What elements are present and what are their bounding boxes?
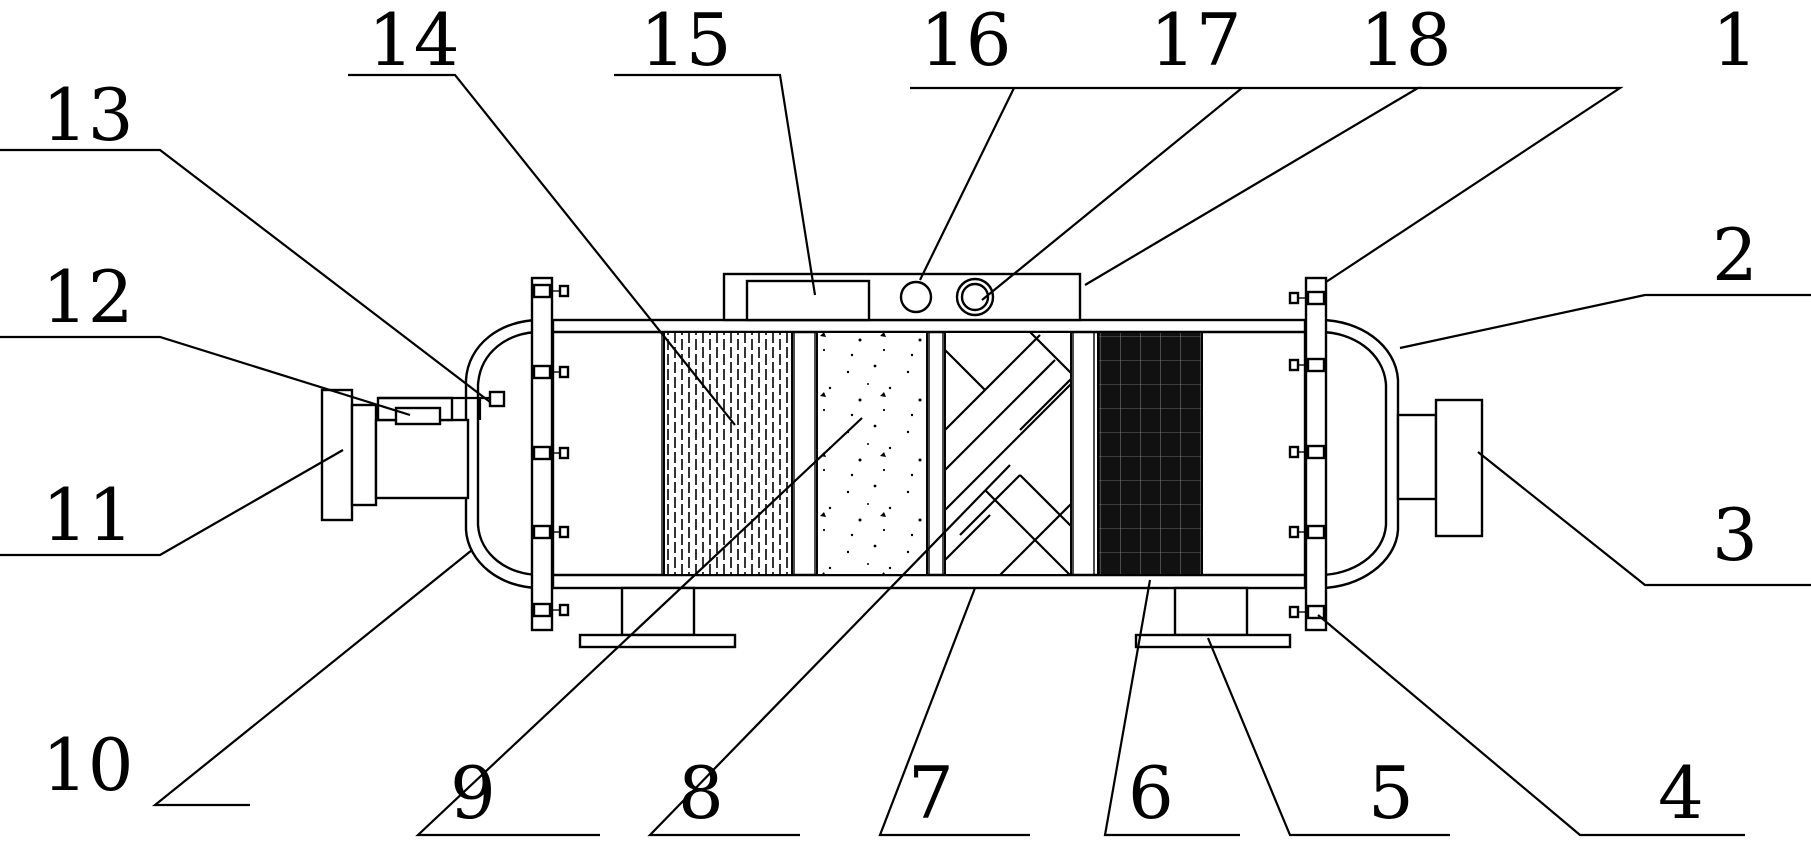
inlet-sensor (376, 390, 506, 426)
label-6: 6 (1128, 751, 1174, 835)
label-12: 12 (42, 255, 134, 339)
control-box (722, 272, 1082, 322)
filter-layer-activated-carbon (1093, 331, 1203, 576)
support-foot-left (578, 586, 737, 649)
label-18: 18 (1360, 0, 1452, 82)
part-labels: 13 12 11 10 14 15 16 17 18 1 2 3 4 5 6 7… (42, 0, 1758, 835)
right-bolts (1288, 290, 1326, 620)
support-foot-right (1134, 586, 1292, 649)
label-16: 16 (920, 0, 1012, 82)
left-bolts (532, 283, 570, 618)
label-4: 4 (1658, 751, 1704, 835)
label-10: 10 (42, 723, 134, 807)
label-1: 1 (1712, 0, 1758, 82)
right-flange (1288, 276, 1328, 632)
label-9: 9 (450, 751, 496, 835)
controller-panel (745, 279, 871, 322)
leader-lines (0, 73, 1811, 837)
label-11: 11 (42, 473, 134, 557)
filter-layer-sand (814, 331, 930, 576)
right-end-cap (1319, 318, 1400, 590)
indicator-light (899, 280, 933, 314)
outlet-pipe (1396, 398, 1484, 538)
filter-layer-chain (661, 331, 795, 576)
filter-layer-herringbone (942, 331, 1074, 576)
label-7: 7 (908, 751, 954, 835)
label-5: 5 (1368, 751, 1414, 835)
label-13: 13 (42, 73, 134, 157)
label-14: 14 (368, 0, 460, 82)
left-end-cap (464, 318, 541, 590)
label-17: 17 (1150, 0, 1242, 82)
label-8: 8 (678, 751, 724, 835)
label-2: 2 (1712, 213, 1758, 297)
label-3: 3 (1712, 493, 1758, 577)
label-15: 15 (640, 0, 732, 82)
inlet-pipe (320, 388, 470, 522)
left-flange (530, 276, 570, 632)
